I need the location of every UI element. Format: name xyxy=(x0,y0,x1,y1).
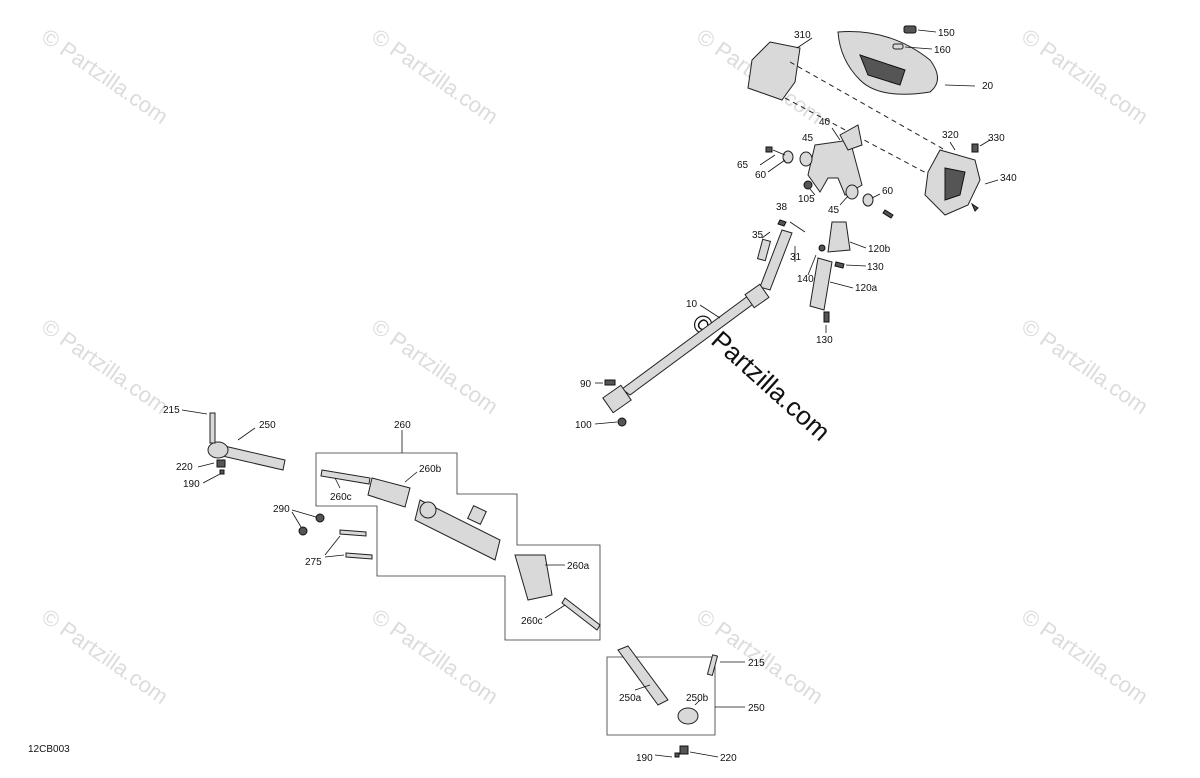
watermark: © Partzilla.com xyxy=(367,314,503,420)
label-215: 215 xyxy=(163,405,180,416)
part-160 xyxy=(892,43,904,50)
watermark: © Partzilla.com xyxy=(1017,24,1153,130)
part-150 xyxy=(903,25,917,34)
label-60: 60 xyxy=(755,170,767,181)
part-31-column-upper xyxy=(759,229,793,291)
label-100: 100 xyxy=(575,420,592,431)
watermark: © Partzilla.com xyxy=(1017,314,1153,420)
label-45: 45 xyxy=(828,205,840,216)
part-20-steering-wheel xyxy=(837,31,938,95)
label-120b: 120b xyxy=(868,244,891,255)
part-260-frame xyxy=(315,452,601,641)
label-105: 105 xyxy=(798,194,815,205)
label-320: 320 xyxy=(942,130,959,141)
part-120b-boot xyxy=(827,221,851,253)
part-220-nut xyxy=(216,459,226,468)
part-45-bushing xyxy=(799,151,813,167)
watermarks: © Partzilla.com © Partzilla.com © Partzi… xyxy=(37,24,1153,710)
label-60: 60 xyxy=(882,186,894,197)
label-140: 140 xyxy=(797,274,814,285)
part-40-column-bracket xyxy=(807,139,863,196)
part-290-nut xyxy=(315,513,325,523)
label-260b: 260b xyxy=(419,464,442,475)
label-215: 215 xyxy=(748,658,765,669)
watermark: © Partzilla.com xyxy=(1017,604,1153,710)
label-38: 38 xyxy=(776,202,788,213)
label-220: 220 xyxy=(176,462,193,473)
label-90: 90 xyxy=(580,379,592,390)
label-250b: 250b xyxy=(686,693,709,704)
label-130: 130 xyxy=(867,262,884,273)
label-35: 35 xyxy=(752,230,764,241)
watermark: © Partzilla.com xyxy=(37,604,173,710)
part-260b-boot xyxy=(367,477,411,508)
steering-column-group xyxy=(594,219,867,427)
label-31: 31 xyxy=(790,252,802,263)
label-150: 150 xyxy=(938,28,955,39)
part-35 xyxy=(756,238,772,262)
label-10: 10 xyxy=(686,299,698,310)
label-45: 45 xyxy=(802,133,814,144)
part-250b-end xyxy=(677,707,699,725)
part-215-bolt xyxy=(209,412,216,444)
label-190: 190 xyxy=(636,753,653,764)
part-260a-boot xyxy=(514,554,553,601)
label-65: 65 xyxy=(737,160,749,171)
part-10-lower-ujoint xyxy=(602,384,632,414)
label-330: 330 xyxy=(988,133,1005,144)
label-250: 250 xyxy=(259,420,276,431)
label-20: 20 xyxy=(982,81,994,92)
label-260a: 260a xyxy=(567,561,590,572)
label-160: 160 xyxy=(934,45,951,56)
label-275: 275 xyxy=(305,557,322,568)
steering-rack-group xyxy=(291,430,601,641)
label-260c: 260c xyxy=(521,616,543,627)
tie-rod-left-group xyxy=(181,409,286,484)
label-310: 310 xyxy=(794,30,811,41)
part-120a-tube xyxy=(809,257,833,311)
diagram-code: 12CB003 xyxy=(28,744,70,755)
watermark: © Partzilla.com xyxy=(37,314,173,420)
label-340: 340 xyxy=(1000,173,1017,184)
part-220-nut xyxy=(679,745,689,755)
part-labels: 310 150 160 20 40 45 65 60 105 45 60 320… xyxy=(163,28,1017,764)
label-260: 260 xyxy=(394,420,411,431)
part-45-bushing xyxy=(845,184,859,200)
watermark: © Partzilla.com xyxy=(367,24,503,130)
watermark: © Partzilla.com xyxy=(37,24,173,130)
part-10-ujoint xyxy=(744,283,770,309)
label-250a: 250a xyxy=(619,693,642,704)
part-60-washer xyxy=(782,150,794,164)
part-275-bolt xyxy=(345,552,373,560)
steering-wheel-group xyxy=(747,25,999,219)
part-290-nut xyxy=(298,526,308,536)
tie-rod-right-group xyxy=(606,645,745,758)
label-40: 40 xyxy=(819,117,831,128)
part-100-nut xyxy=(617,417,627,427)
label-260c: 260c xyxy=(330,492,352,503)
label-120a: 120a xyxy=(855,283,878,294)
part-275-bolt xyxy=(339,529,367,537)
part-310-cover xyxy=(747,41,801,101)
part-250-frame xyxy=(606,656,716,736)
part-60-washer xyxy=(862,193,874,207)
label-220: 220 xyxy=(720,753,737,764)
label-190: 190 xyxy=(183,479,200,490)
watermark: © Partzilla.com xyxy=(367,604,503,710)
part-260c-inner-rod xyxy=(561,597,601,631)
part-330 xyxy=(971,143,979,153)
label-250: 250 xyxy=(748,703,765,714)
part-215-bolt xyxy=(706,654,719,677)
part-260c-inner-rod xyxy=(320,469,371,485)
part-105-nut xyxy=(803,180,813,190)
label-290: 290 xyxy=(273,504,290,515)
label-130: 130 xyxy=(816,335,833,346)
part-260-rack-body xyxy=(414,499,501,561)
